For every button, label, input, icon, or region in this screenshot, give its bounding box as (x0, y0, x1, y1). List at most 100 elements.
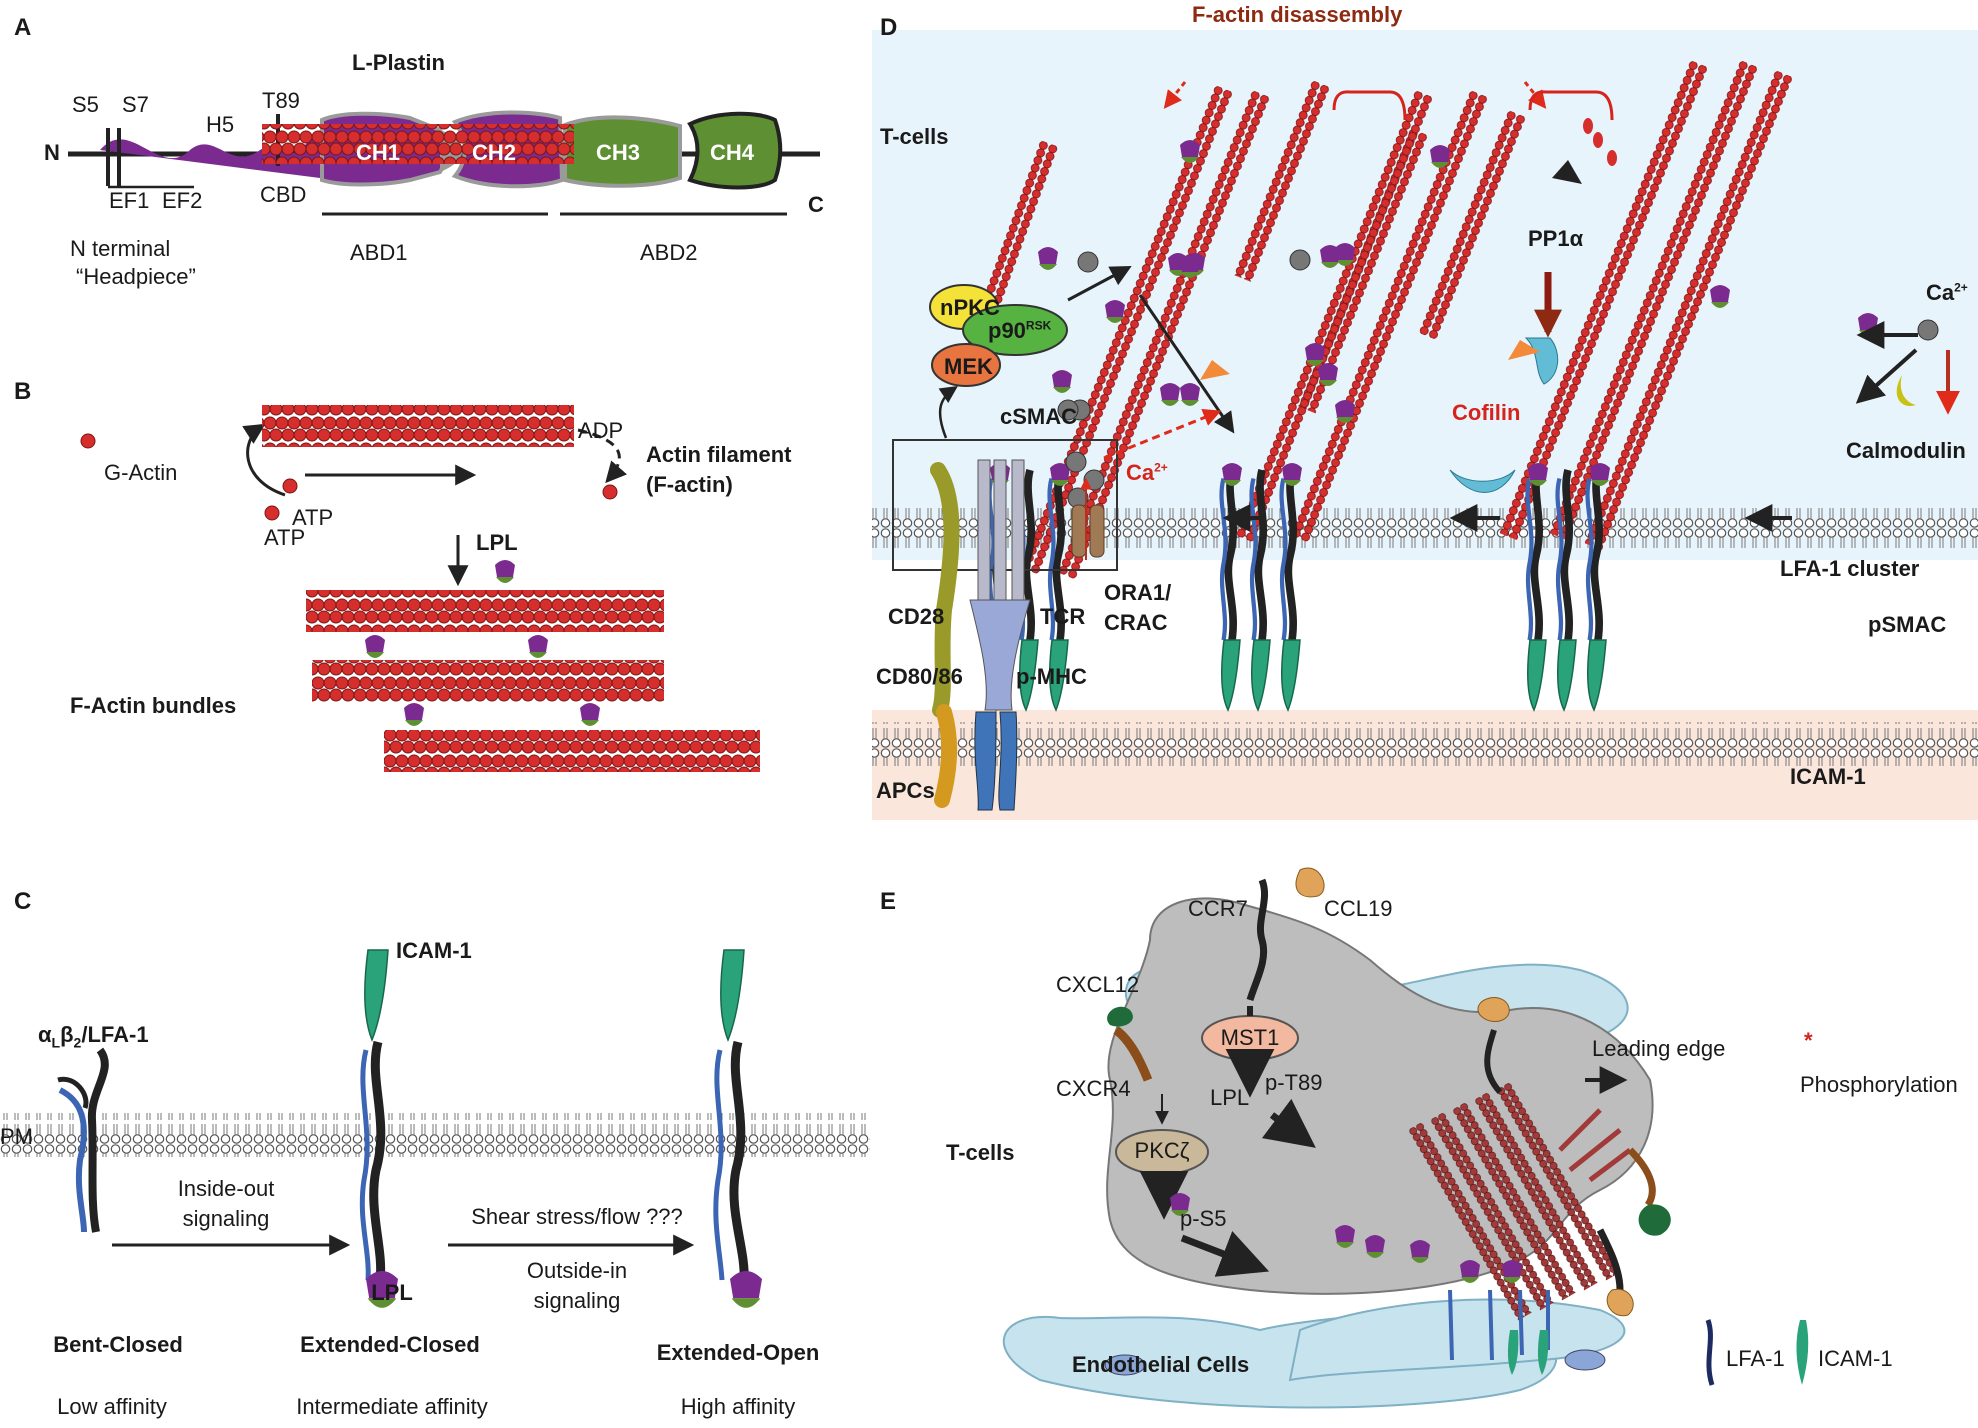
ch3-label: CH3 (596, 140, 641, 165)
p90rsk-label: p90RSK (988, 318, 1052, 343)
panel-d-immune-synapse (872, 30, 1978, 820)
npkc-label: nPKC (940, 295, 1000, 320)
legend-icam1-label: ICAM-1 (1818, 1346, 1893, 1371)
headpiece-label-1: N terminal (70, 236, 171, 261)
abd1-label: ABD1 (350, 240, 408, 265)
panel-a-letter: A (14, 14, 32, 41)
ccr7-label: CCR7 (1188, 896, 1248, 921)
panel-c-lfa1-states (0, 949, 870, 1308)
outside-in-label-2: signaling (533, 1288, 621, 1313)
cofilin-free (1449, 469, 1516, 493)
psmac-label: pSMAC (1868, 612, 1947, 637)
pkc-zeta-label: PKCζ (1134, 1138, 1190, 1163)
calmodulin-label: Calmodulin (1846, 438, 1966, 463)
ch1-label: CH1 (356, 140, 401, 165)
panel-e-migration (1002, 867, 1809, 1409)
inside-out-label-1: Inside-out (177, 1176, 275, 1201)
t-cell-body (1106, 897, 1654, 1295)
phosphorylation-label: Phosphorylation (1800, 1072, 1958, 1097)
pp1a-label: PP1α (1528, 226, 1584, 251)
tcr-complex (969, 459, 1031, 811)
affinity-low: Low affinity (57, 1394, 167, 1419)
p-mhc-label: p-MHC (1016, 664, 1087, 689)
h5-label: H5 (206, 112, 235, 137)
adp-label: ADP (578, 418, 624, 443)
endothelial-cells-label: Endothelial Cells (1072, 1352, 1250, 1377)
f-actin-filaments (957, 60, 1794, 580)
panel-b-actin-assembly (80, 124, 760, 772)
ef2-label: EF2 (162, 188, 203, 213)
cd28-label: CD28 (888, 604, 945, 629)
cd80-86-label: CD80/86 (876, 664, 963, 689)
state-bent-closed: Bent-Closed (53, 1332, 183, 1357)
csmac-label: cSMAC (1000, 404, 1078, 429)
abd2-label: ABD2 (640, 240, 698, 265)
apcs-label: APCs (876, 778, 935, 803)
cxcr4-label: CXCR4 (1056, 1076, 1131, 1101)
panel-e-letter: E (880, 888, 897, 915)
lfa1-bent-closed (57, 1047, 109, 1233)
ch2-label: CH2 (472, 140, 517, 165)
actin-filament-top (262, 124, 574, 164)
s7-label: S7 (122, 92, 149, 117)
mek-label: MEK (944, 354, 993, 379)
s5-label: S5 (72, 92, 99, 117)
orai1-label-2: CRAC (1104, 610, 1168, 635)
panel-c-letter: C (14, 888, 32, 915)
pm-label: PM (0, 1124, 33, 1149)
ca2-label-inner: Ca2+ (1126, 460, 1168, 485)
leading-edge-label: Leading edge (1592, 1036, 1726, 1061)
f-actin-bundles-label: F-Actin bundles (70, 693, 237, 718)
phosphorylation-asterisk: * (1804, 1028, 1813, 1053)
panel-b-letter: B (14, 378, 32, 405)
headpiece-label-2: “Headpiece” (76, 264, 196, 289)
orai1-label-1: ORA1/ (1104, 580, 1172, 605)
actin-filament-label-1: Actin filament (646, 442, 792, 467)
legend-lfa1-glyph (1705, 1319, 1715, 1386)
icam1-label-c: ICAM-1 (396, 938, 472, 963)
cd28-receptor (930, 462, 960, 718)
cxcl12-label: CXCL12 (1056, 972, 1140, 997)
p90rsk-bubble (962, 304, 1068, 356)
ccl19-label: CCL19 (1324, 896, 1393, 921)
affinity-high: High affinity (680, 1394, 796, 1419)
shear-stress-label: Shear stress/flow ??? (471, 1204, 683, 1229)
c-terminus-label: C (808, 192, 824, 217)
lpl-label-e: LPL (1210, 1085, 1250, 1110)
outside-in-label-1: Outside-in (526, 1258, 628, 1283)
lplastin-title: L-Plastin (352, 50, 445, 75)
lpl-label-c: LPL (371, 1280, 413, 1305)
p-t89-label: p-T89 (1265, 1070, 1323, 1095)
legend-icam1-glyph (1796, 1320, 1809, 1385)
lfa1-alpha-beta-label: αLβ2/LFA-1 (38, 1022, 149, 1051)
legend-lfa1-label: LFA-1 (1726, 1346, 1785, 1371)
actin-bundle-1 (306, 590, 664, 632)
ch4-label: CH4 (710, 140, 755, 165)
actin-bundles-e (1408, 1082, 1620, 1321)
lfa1-cluster-label: LFA-1 cluster (1780, 556, 1920, 581)
inside-out-label-2: signaling (182, 1206, 270, 1231)
g-actin-label: G-Actin (104, 460, 178, 485)
apc-membrane (872, 722, 1978, 766)
orai1-crac-channel (1071, 477, 1105, 560)
t89-label: T89 (262, 88, 300, 113)
n-terminus-label: N (44, 140, 60, 165)
state-extended-closed: Extended-Closed (300, 1332, 480, 1357)
mek-bubble (931, 343, 1001, 387)
cd80-86-ligand (934, 704, 958, 808)
affinity-intermediate: Intermediate affinity (296, 1394, 488, 1419)
panel-d-letter: D (880, 14, 898, 41)
atp-label-2: ATP (264, 525, 306, 550)
icam1-label-d: ICAM-1 (1790, 764, 1866, 789)
lfa1-extended-open (713, 949, 762, 1308)
ef1-label: EF1 (109, 188, 150, 213)
mst1-label: MST1 (1220, 1025, 1280, 1050)
cbd-label: CBD (260, 182, 307, 207)
f-actin-disassembly-label: F-actin disassembly (1192, 2, 1403, 27)
t-cells-label-d: T-cells (880, 124, 949, 149)
t-cells-label-e: T-cells (946, 1140, 1015, 1165)
actin-filament-f-actin (262, 405, 574, 447)
actin-bundle-3 (384, 730, 760, 772)
atp-label-1: ATP (292, 505, 334, 530)
